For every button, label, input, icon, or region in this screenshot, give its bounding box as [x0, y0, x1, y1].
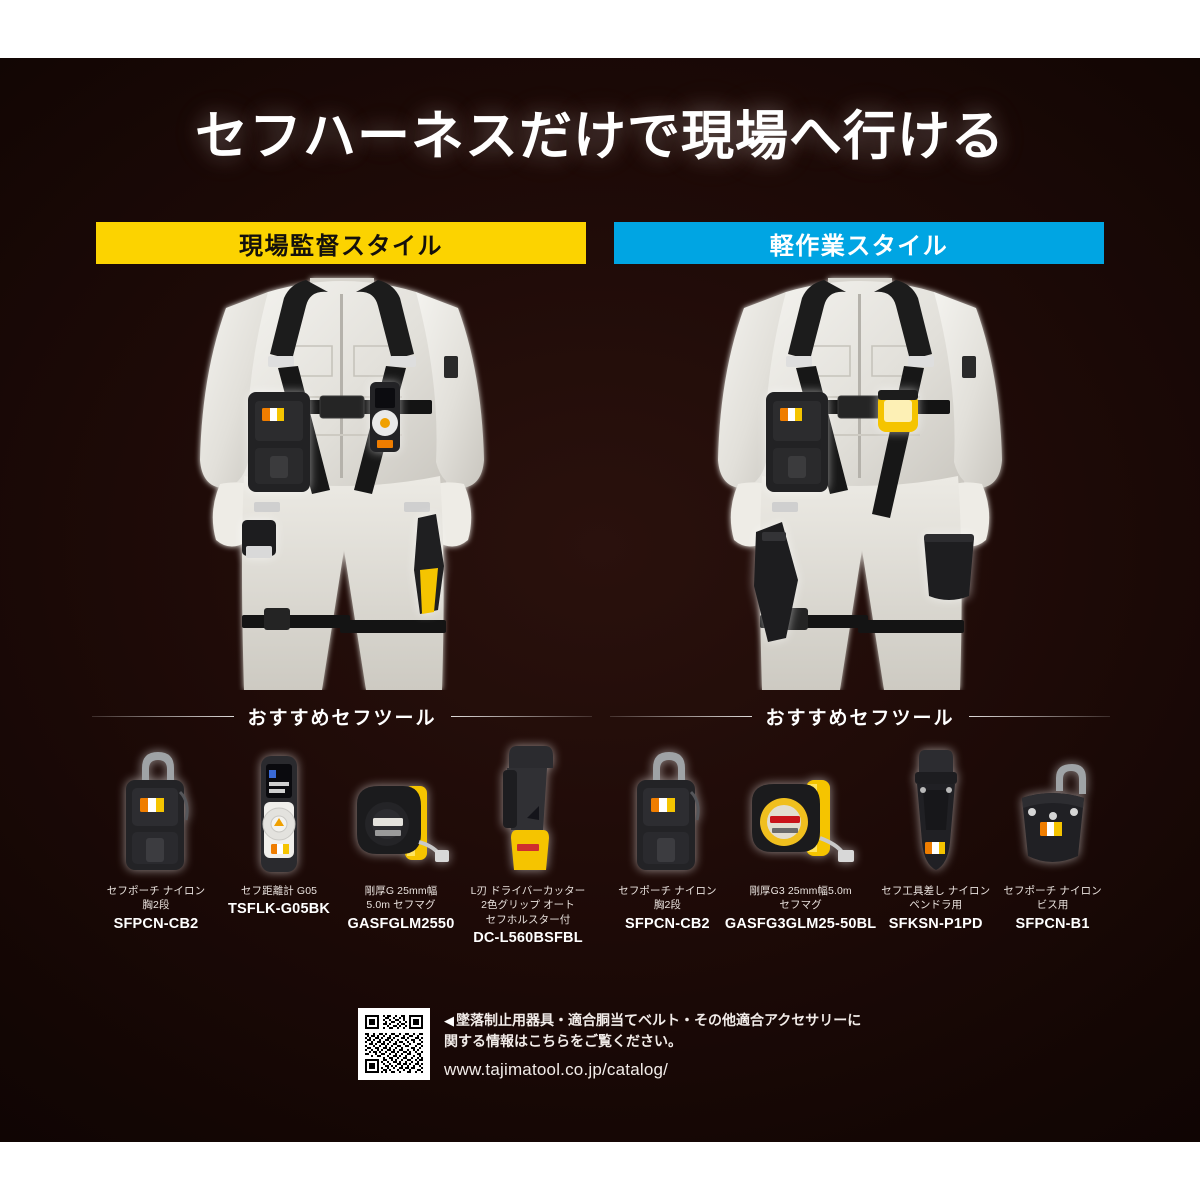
worker-harness-illustration-left — [200, 278, 484, 690]
footer-catalog-info: ◀墜落制止用器具・適合胴当てベルト・その他適合アクセサリーに 関する情報はこちら… — [358, 1008, 861, 1083]
product-item[interactable]: セフポーチ ナイロン 胸2段 SFPCN-CB2 — [610, 736, 725, 932]
product-description: 剛厚G 25mm幅 5.0m セフマグ — [364, 885, 438, 912]
product-list-lightwork: セフポーチ ナイロン 胸2段 SFPCN-CB2 — [610, 736, 1110, 932]
product-image-tape-measure-yellow — [725, 736, 876, 876]
product-item[interactable]: セフポーチ ナイロン 胸2段 SFPCN-CB2 — [92, 736, 220, 946]
footer-line-2: 関する情報はこちらをご覧ください。 — [444, 1033, 682, 1049]
product-code: SFPCN-CB2 — [625, 915, 710, 932]
recommend-header-left: おすすめセフツール — [92, 703, 593, 730]
product-description: セフポーチ ナイロン ビス用 — [1003, 885, 1102, 912]
product-item[interactable]: 剛厚G 25mm幅 5.0m セフマグ GASFGLM2550 — [338, 736, 464, 946]
product-item[interactable]: セフポーチ ナイロン ビス用 SFPCN-B1 — [995, 736, 1110, 932]
product-list-supervisor: セフポーチ ナイロン 胸2段 SFPCN-CB2 — [92, 736, 592, 946]
worker-harness-illustration-right — [718, 278, 1002, 690]
footer-text-block: ◀墜落制止用器具・適合胴当てベルト・その他適合アクセサリーに 関する情報はこちら… — [444, 1008, 861, 1083]
style-banner-supervisor: 現場監督スタイル — [96, 222, 586, 264]
recommend-header-right: おすすめセフツール — [610, 703, 1111, 730]
product-image-cutter — [464, 736, 592, 876]
qr-code[interactable] — [358, 1008, 430, 1080]
divider-line-right — [450, 716, 593, 717]
product-code: GASFGLM2550 — [347, 915, 455, 932]
page-title: セフハーネスだけで現場へ行ける — [195, 107, 1005, 166]
worn-laser-meter — [370, 382, 400, 452]
product-image-bucket-pouch — [995, 736, 1110, 876]
style-banner-supervisor-label: 現場監督スタイル — [239, 232, 443, 260]
product-description: 剛厚G3 25mm幅5.0m セフマグ — [749, 885, 852, 912]
footer-line-1-text: 墜落制止用器具・適合胴当てベルト・その他適合アクセサリーに — [456, 1012, 862, 1028]
product-description: セフ距離計 G05 — [240, 885, 318, 897]
product-image-pouch — [92, 736, 220, 876]
style-banner-lightwork: 軽作業スタイル — [614, 222, 1104, 264]
poster-stage: セフハーネスだけで現場へ行ける 現場監督スタイル 軽作業スタイル — [0, 58, 1200, 1142]
footer-line-1: ◀墜落制止用器具・適合胴当てベルト・その他適合アクセサリーに — [444, 1010, 861, 1031]
worn-pouch-left — [248, 392, 310, 492]
arrow-left-icon: ◀ — [444, 1013, 454, 1028]
product-description: セフ工具差し ナイロン ペンドラ用 — [881, 885, 991, 912]
photo-lightwork-style — [610, 270, 1110, 690]
product-image-pouch — [610, 736, 725, 876]
product-item[interactable]: L刃 ドライバーカッター 2色グリップ オート セフホルスター付 DC-L560… — [464, 736, 592, 946]
product-image-laser-meter — [220, 736, 338, 876]
product-code: SFKSN-P1PD — [888, 915, 983, 932]
worn-pouch-right — [766, 392, 828, 492]
divider-line-left — [610, 716, 752, 717]
product-code: GASFG3GLM25-50BL — [724, 915, 877, 932]
product-image-tool-holster — [876, 736, 995, 876]
recommend-heading-left: おすすめセフツール — [247, 708, 437, 729]
divider-line-left — [92, 716, 234, 717]
product-description: L刃 ドライバーカッター 2色グリップ オート セフホルスター付 — [470, 885, 586, 926]
worn-tape-measure-yellow — [878, 390, 918, 432]
product-code: TSFLK-G05BK — [227, 901, 331, 918]
worn-tape-measure — [242, 520, 276, 558]
product-description: セフポーチ ナイロン 胸2段 — [618, 885, 717, 912]
photo-supervisor-style — [92, 270, 592, 690]
style-banner-lightwork-label: 軽作業スタイル — [769, 232, 949, 260]
product-description: セフポーチ ナイロン 胸2段 — [106, 885, 206, 912]
worn-tool-holster — [754, 522, 798, 642]
product-image-tape-measure-black — [338, 736, 464, 876]
product-item[interactable]: セフ距離計 G05 TSFLK-G05BK — [220, 736, 338, 946]
product-item[interactable]: セフ工具差し ナイロン ペンドラ用 SFKSN-P1PD — [876, 736, 995, 932]
product-code: SFPCN-CB2 — [113, 915, 199, 932]
product-item[interactable]: 剛厚G3 25mm幅5.0m セフマグ GASFG3GLM25-50BL — [725, 736, 876, 932]
recommend-heading-right: おすすめセフツール — [765, 708, 955, 729]
worn-bucket-pouch — [924, 534, 974, 600]
divider-line-right — [968, 716, 1111, 717]
product-code: SFPCN-B1 — [1015, 915, 1090, 932]
product-code: DC-L560BSFBL — [473, 930, 583, 947]
worn-cutter — [414, 514, 444, 614]
catalog-url[interactable]: www.tajimatool.co.jp/catalog/ — [444, 1060, 669, 1079]
